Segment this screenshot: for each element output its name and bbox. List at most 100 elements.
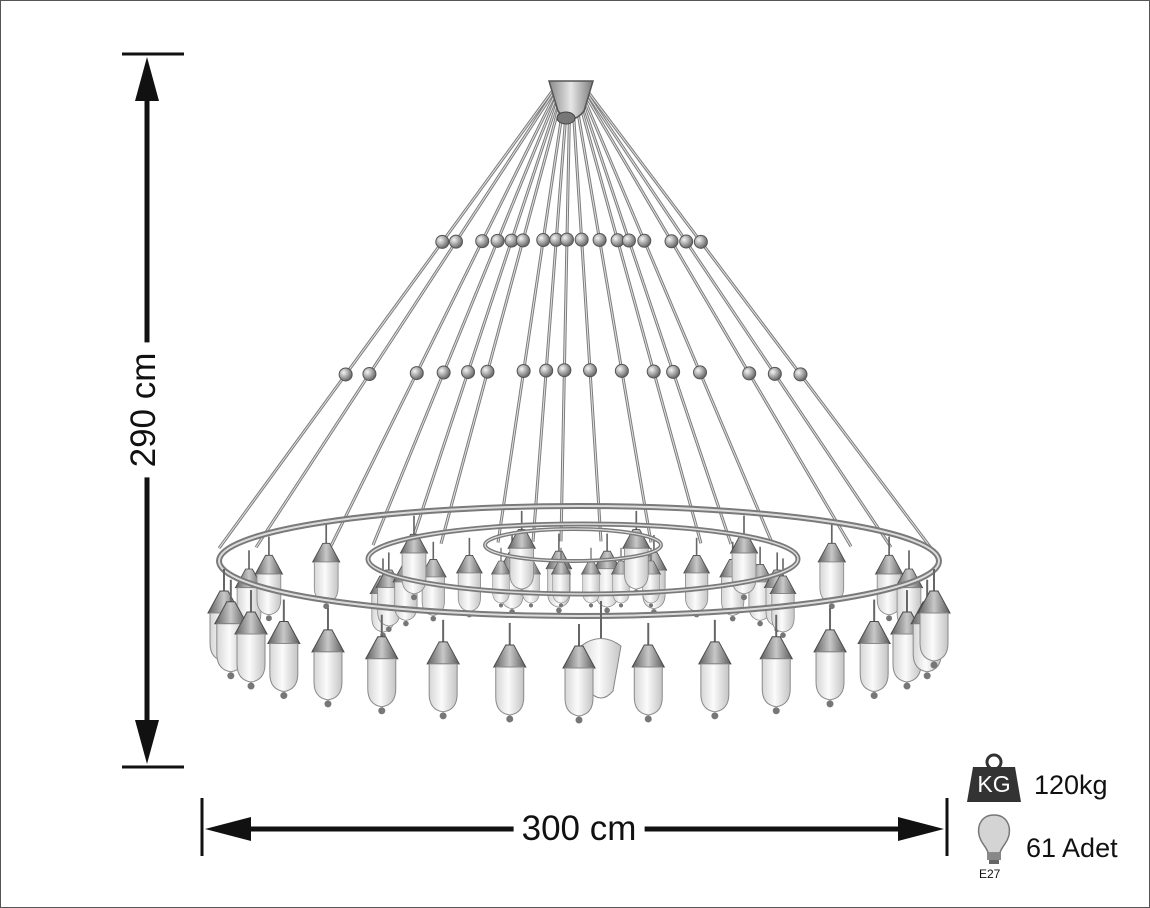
rod-ball bbox=[448, 234, 463, 249]
rod-ball bbox=[679, 234, 694, 249]
lamp-finial bbox=[886, 615, 893, 622]
lamp-cap bbox=[254, 554, 284, 575]
outer-lamp bbox=[562, 624, 596, 724]
inner-lamp bbox=[490, 547, 512, 608]
weight-icon bbox=[967, 753, 1021, 802]
lamp-cap bbox=[234, 611, 268, 635]
lamp-finial bbox=[604, 607, 610, 614]
lamp-finial bbox=[903, 682, 911, 690]
rod-highlight bbox=[497, 90, 566, 543]
rod-ball bbox=[409, 366, 424, 381]
lamp-finial bbox=[772, 707, 780, 715]
rod-ball bbox=[592, 232, 607, 247]
height-label: 290 cm bbox=[124, 342, 164, 478]
lamp-cap bbox=[455, 555, 483, 574]
rod-ornaments bbox=[338, 232, 808, 382]
lamp-glass bbox=[564, 667, 594, 717]
lamp-finial bbox=[826, 700, 834, 708]
lamp-glass bbox=[313, 651, 343, 701]
rod-highlight bbox=[580, 90, 774, 546]
lamp-finial bbox=[588, 603, 594, 608]
rod-ball bbox=[539, 363, 554, 378]
rod-ball bbox=[793, 367, 808, 382]
lamp-finial bbox=[648, 603, 654, 608]
lamp-finial bbox=[729, 615, 736, 622]
rod-ball bbox=[475, 234, 490, 249]
rod-ball bbox=[490, 233, 505, 248]
rod-ball bbox=[574, 232, 589, 247]
canopy-hub bbox=[556, 111, 576, 125]
rod-highlight bbox=[571, 90, 602, 542]
rings bbox=[216, 503, 942, 619]
rod-ball bbox=[559, 232, 574, 247]
rod-ball bbox=[637, 233, 652, 248]
rod-highlight bbox=[560, 90, 571, 542]
lamp-glass bbox=[859, 643, 889, 693]
inner-ring-highlight bbox=[484, 528, 662, 562]
lamp-glass bbox=[509, 547, 535, 590]
inner-lamp bbox=[683, 537, 711, 618]
lamp-finial bbox=[556, 607, 562, 614]
lamp-glass bbox=[269, 643, 299, 693]
rod-ball bbox=[557, 363, 572, 378]
lamp-cap bbox=[817, 542, 847, 563]
rod-ball bbox=[646, 364, 661, 379]
lamp-glass bbox=[700, 663, 730, 713]
suspension-rods bbox=[217, 90, 933, 550]
lamp-glass bbox=[919, 612, 949, 662]
lamp-cap bbox=[698, 641, 732, 665]
light-bulb-icon bbox=[977, 814, 1011, 864]
lamp-glass bbox=[495, 666, 525, 716]
lamp-finial bbox=[528, 603, 534, 608]
lamp-cap bbox=[769, 575, 797, 595]
bulb-type-label: E27 bbox=[979, 867, 1001, 881]
outer-lamp bbox=[631, 622, 666, 723]
lamp-finial bbox=[439, 712, 447, 720]
rod-highlight bbox=[532, 90, 569, 542]
rod-ball bbox=[480, 364, 495, 379]
rod-ball bbox=[583, 363, 598, 378]
lamp-glass bbox=[236, 633, 266, 683]
bulb-count: 61 Adet bbox=[1026, 833, 1118, 863]
lamp-finial bbox=[506, 715, 514, 723]
rod-highlight bbox=[573, 90, 652, 543]
lamp-finial bbox=[227, 672, 235, 680]
lamp-glass bbox=[815, 651, 845, 701]
lamp-glass bbox=[428, 663, 458, 713]
height-arrow-bottom bbox=[135, 720, 159, 764]
lamp-finial bbox=[378, 707, 386, 715]
lamp-cap bbox=[399, 533, 429, 554]
rod-ball bbox=[767, 366, 782, 381]
outer-lamp bbox=[311, 607, 345, 708]
rod-ball bbox=[436, 365, 451, 380]
lamp-finial bbox=[386, 626, 392, 633]
middle-ring-highlight bbox=[367, 523, 799, 595]
lamp-cap bbox=[874, 554, 904, 575]
weight-icon-label: KG bbox=[977, 771, 1011, 797]
lamp-cap bbox=[562, 645, 596, 669]
lamp-finial bbox=[644, 715, 652, 723]
lamp-glass bbox=[685, 572, 709, 612]
lamp-finial bbox=[711, 712, 719, 720]
inner-lamp bbox=[455, 537, 483, 618]
lamp-cap bbox=[857, 621, 892, 645]
outer-lamp bbox=[492, 622, 527, 723]
lamp-cap bbox=[917, 590, 951, 614]
outer-lamp bbox=[364, 614, 399, 715]
rod-highlight bbox=[255, 90, 555, 548]
lamp-glass bbox=[731, 552, 757, 595]
lamp-cap bbox=[621, 529, 651, 549]
lamp-cap bbox=[311, 629, 345, 653]
outer-lamp bbox=[759, 614, 794, 715]
lamp-cap bbox=[813, 629, 847, 653]
lamp-glass bbox=[256, 573, 282, 616]
outer-lamp bbox=[917, 569, 951, 669]
lamp-finial bbox=[324, 700, 332, 708]
lamp-cap bbox=[266, 621, 301, 645]
rod-ball bbox=[461, 365, 476, 380]
rod-ball bbox=[693, 234, 708, 249]
rod-ball bbox=[536, 233, 551, 248]
inner-lamp bbox=[580, 547, 602, 608]
lamp-glass bbox=[367, 658, 397, 708]
